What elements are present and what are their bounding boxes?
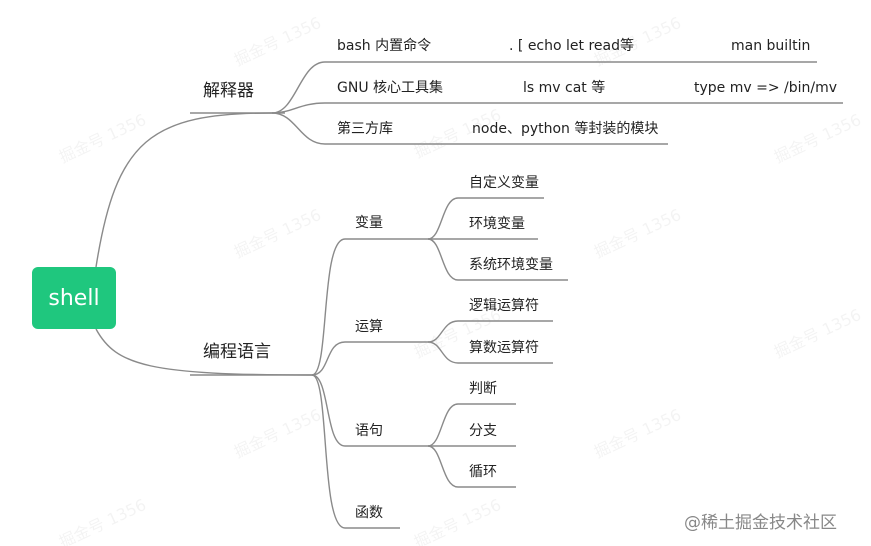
node-gnu-coreutils-detail: ls mv cat 等	[523, 80, 606, 96]
node-logical-operators[interactable]: 逻辑运算符	[469, 298, 539, 314]
node-branch[interactable]: 分支	[469, 423, 497, 439]
edge-interpreter-gnu	[271, 102, 326, 114]
node-env-variables[interactable]: 环境变量	[469, 216, 525, 232]
edge-programming-vars	[311, 238, 346, 376]
node-bash-builtins[interactable]: bash 内置命令	[337, 38, 432, 54]
edge-root-interpreter	[95, 112, 273, 268]
node-loop[interactable]: 循环	[469, 464, 497, 480]
node-third-party[interactable]: 第三方库	[337, 121, 393, 137]
node-bash-builtins-extra: man builtin	[731, 38, 811, 54]
edge-programming-ops	[311, 341, 346, 376]
brand-watermark: @稀土掘金技术社区	[684, 513, 837, 533]
node-gnu-coreutils[interactable]: GNU 核心工具集	[337, 80, 444, 96]
node-condition[interactable]: 判断	[469, 381, 497, 397]
node-third-party-detail: node、python 等封装的模块	[472, 121, 659, 137]
node-system-env-variables[interactable]: 系统环境变量	[469, 257, 553, 273]
node-gnu-coreutils-extra: type mv => /bin/mv	[694, 80, 838, 96]
edge-interpreter-bash	[271, 61, 326, 114]
node-custom-variables[interactable]: 自定义变量	[469, 175, 539, 191]
root-label: shell	[48, 285, 100, 311]
edge-programming-func	[311, 374, 346, 529]
edge-programming-stmt	[311, 374, 346, 447]
node-functions[interactable]: 函数	[355, 505, 383, 521]
branch-interpreter[interactable]: 解释器	[203, 81, 254, 101]
branch-programming[interactable]: 编程语言	[203, 342, 271, 362]
node-arithmetic-operators[interactable]: 算数运算符	[469, 340, 539, 356]
node-operations[interactable]: 运算	[355, 319, 383, 335]
node-statements[interactable]: 语句	[355, 423, 383, 439]
node-variables[interactable]: 变量	[355, 215, 383, 231]
node-bash-builtins-detail: . [ echo let read等	[509, 38, 634, 54]
edge-interpreter-thirdparty	[271, 112, 326, 145]
root-node[interactable]: shell	[32, 267, 116, 329]
